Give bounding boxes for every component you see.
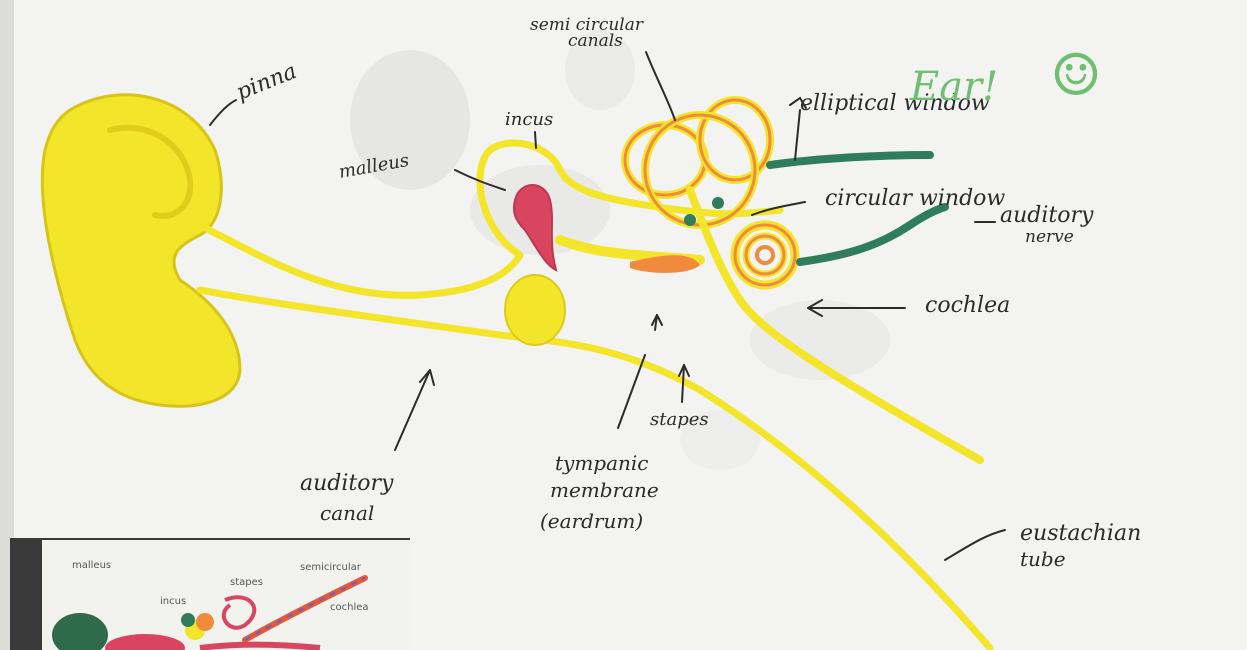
inset-label: malleus (72, 560, 111, 571)
label-semicircular-line2: canals (568, 31, 623, 51)
label-tympanic-line3: (eardrum) (540, 509, 643, 533)
label-incus: incus (505, 109, 553, 130)
inset-ossicle-clay (181, 613, 195, 627)
smiley-icon: ☺ (1050, 41, 1102, 109)
inset-label: incus (160, 596, 186, 607)
label-eustachian-line2: tube (1020, 547, 1066, 571)
label-tympanic-line1: tympanic (555, 451, 649, 475)
inset-label: semicircular (300, 562, 362, 573)
oval-window-dot (684, 214, 696, 226)
tympanic-membrane-clay (505, 275, 565, 345)
label-stapes: stapes (650, 409, 709, 430)
label-auditory-canal-line2: canal (320, 501, 374, 525)
label-circular-window: circular window (825, 186, 1005, 211)
inset-ossicle-clay (196, 613, 214, 631)
note-ear: Ear! (909, 64, 998, 110)
label-eustachian-line1: eustachian (1020, 521, 1141, 546)
label-cochlea: cochlea (925, 293, 1010, 318)
inset-label: stapes (230, 577, 263, 588)
label-auditory-nerve-line1: auditory (1000, 203, 1094, 228)
label-tympanic-line2: membrane (550, 478, 659, 502)
inset-label: cochlea (330, 602, 369, 613)
label-auditory-canal-line1: auditory (300, 471, 394, 496)
label-auditory-nerve-line2: nerve (1025, 227, 1074, 247)
round-window-dot (712, 197, 724, 209)
inset-tube-clay (200, 645, 320, 648)
inset-photo: malleus incus stapes semicircular cochle… (10, 538, 410, 650)
